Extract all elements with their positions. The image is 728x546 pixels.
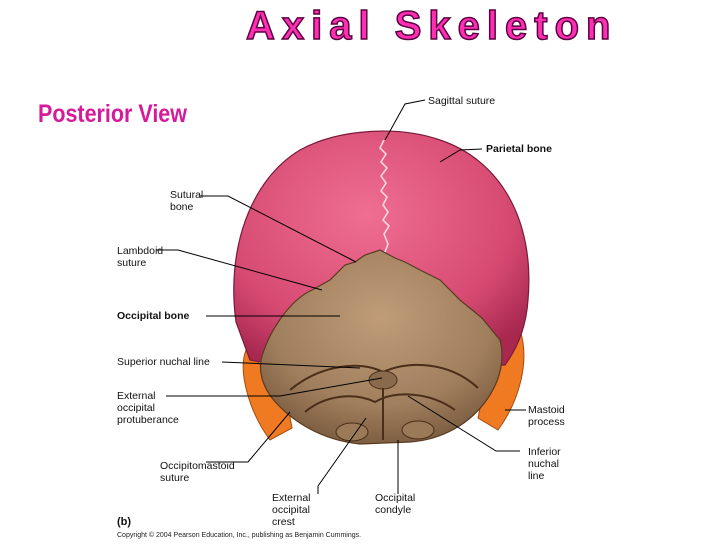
label-inferior-nuchal-line: Inferior nuchal line bbox=[528, 446, 561, 482]
label-sutural-bone: Sutural bone bbox=[170, 189, 204, 213]
label-parietal-bone: Parietal bone bbox=[486, 143, 552, 155]
panel-letter: (b) bbox=[117, 516, 132, 528]
label-occipital-condyle: Occipital condyle bbox=[375, 492, 416, 516]
mastoid-process-left bbox=[242, 349, 293, 441]
label-superior-nuchal-line: Superior nuchal line bbox=[117, 356, 210, 368]
slide-subtitle: Posterior View bbox=[38, 100, 187, 128]
condyle-right bbox=[401, 420, 435, 440]
slide-title: Axial Skeleton bbox=[245, 3, 618, 49]
leader-lines bbox=[156, 99, 526, 494]
label-external-occipital-protuberance: External occipital protuberance bbox=[117, 390, 179, 426]
label-occipitomastoid-suture: Occipitomastoid suture bbox=[160, 460, 235, 484]
label-external-occipital-crest: External occipital crest bbox=[272, 492, 311, 528]
sagittal-suture-line bbox=[379, 139, 391, 253]
copyright-text: Copyright © 2004 Pearson Education, Inc.… bbox=[117, 532, 362, 539]
occipital-bone-shape bbox=[259, 249, 503, 445]
label-lambdoid-suture: Lambdoid suture bbox=[117, 245, 164, 269]
condyle-left bbox=[335, 422, 369, 442]
label-occipital-bone: Occipital bone bbox=[117, 310, 190, 322]
label-sagittal-suture: Sagittal suture bbox=[428, 95, 496, 107]
inferior-nuchal-ridge bbox=[304, 393, 456, 413]
label-mastoid-process: Mastoid process bbox=[528, 404, 565, 428]
mastoid-process-right bbox=[477, 328, 525, 431]
